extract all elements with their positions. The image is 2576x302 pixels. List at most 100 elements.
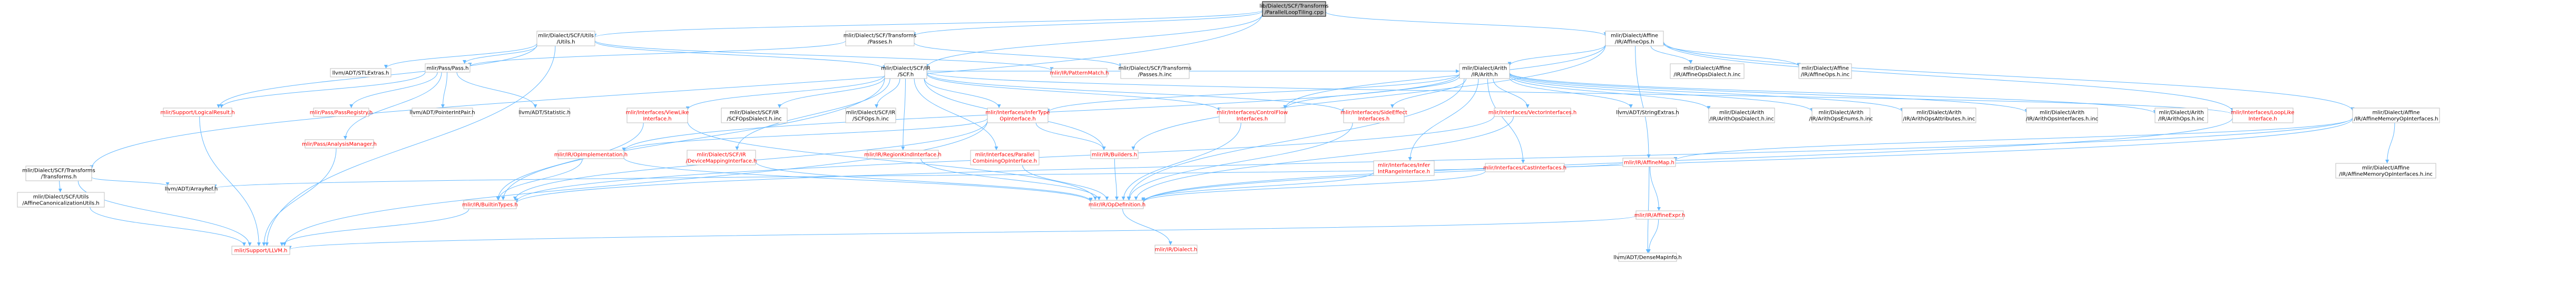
node-box <box>1154 245 1198 254</box>
node-scf-passes[interactable]: mlir/Dialect/SCF/Transforms/Passes.h <box>844 31 917 46</box>
node-label: mlir/Interfaces/Infer <box>1378 163 1431 169</box>
node-vector-interfaces[interactable]: mlir/Interfaces/VectorInterfaces.h <box>1488 108 1577 117</box>
node-affine-ops[interactable]: mlir/Dialect/Affine/IR/AffineOps.h <box>1605 31 1664 46</box>
node-arith[interactable]: mlir/Dialect/Arith/IR/Arith.h <box>1459 63 1510 79</box>
node-label: mlir/Dialect/SCF/Transforms <box>844 33 917 39</box>
include-edge-arith-to-arith_ops_attrs_inc <box>1509 73 1904 112</box>
node-statistic: llvm/ADT/Statistic.h <box>518 108 571 117</box>
node-label: mlir/Support/LogicalResult.h <box>160 110 234 116</box>
include-edge-arith-to-side_effect <box>1390 78 1466 109</box>
node-root[interactable]: lib/Dialect/SCF/Transforms/ParallelLoopT… <box>1259 1 1329 17</box>
node-pass-h[interactable]: mlir/Pass/Pass.h <box>425 63 471 73</box>
node-label: CombiningOpInterface.h <box>973 159 1037 164</box>
node-arith-ops-attrs-inc: mlir/Dialect/Arith/IR/ArithOpsAttributes… <box>1902 108 1976 123</box>
include-edge-scf_utils-to-support_llvm <box>265 45 556 247</box>
include-edge-affine_mem_op_ifaces-to-affine_mem_op_ifaces_inc <box>2385 122 2395 164</box>
node-label: Interfaces.h <box>1237 116 1268 122</box>
include-edge-scf_ir-to-loop_like <box>926 71 2235 115</box>
node-parallel-combining[interactable]: mlir/Interfaces/ParallelCombiningOpInter… <box>970 150 1040 165</box>
node-scf-utils[interactable]: mlir/Dialect/SCF/Utils/Utils.h <box>536 31 595 46</box>
node-region-kind[interactable]: mlir/IR/RegionKindInterface.h <box>864 150 942 159</box>
node-box <box>884 63 927 79</box>
node-support-llvm[interactable]: mlir/Support/LLVM.h <box>231 246 290 255</box>
node-box <box>313 108 369 117</box>
include-edge-scf_transforms-to-affine_canon_utils <box>58 180 62 193</box>
node-scf-ir[interactable]: mlir/Dialect/SCF/IR/SCF.h <box>881 63 931 79</box>
include-edge-infer_type-to-support_llvm <box>282 121 988 247</box>
node-scf-transforms[interactable]: mlir/Dialect/SCF/Transforms/Transforms.h <box>22 165 95 181</box>
node-label: lib/Dialect/SCF/Transforms <box>1259 4 1328 9</box>
node-affine-mem-op-ifaces[interactable]: mlir/Dialect/Affine/IR/AffineMemoryOpInt… <box>2352 108 2440 123</box>
node-label: /IR/AffineMemoryOpInterfaces.h.inc <box>2339 172 2433 178</box>
node-dialect-h[interactable]: mlir/IR/Dialect.h <box>1154 245 1198 254</box>
include-edge-affine_ops-to-loop_like <box>1663 42 2235 112</box>
node-box <box>17 192 105 208</box>
include-edge-infer_int_range-to-op_definition <box>1141 172 1374 201</box>
include-edge-op_definition-to-dialect_h <box>1122 208 1172 246</box>
node-box <box>330 68 391 77</box>
include-edge-affine_ops-to-builders <box>1131 45 1606 151</box>
node-box <box>1343 108 1405 123</box>
node-box <box>1090 150 1139 159</box>
node-box <box>687 150 756 165</box>
node-label: mlir/Dialect/Affine <box>2362 165 2410 171</box>
include-edge-root-to-scf_utils <box>593 10 1263 38</box>
include-edge-affine_ops-to-arith <box>1507 44 1606 66</box>
include-edge-scf_transforms-to-array_ref <box>91 177 170 187</box>
node-builders[interactable]: mlir/IR/Builders.h <box>1090 150 1139 159</box>
include-edge-pass_h-to-pass_registry <box>349 72 438 109</box>
node-pass-registry[interactable]: mlir/Pass/PassRegistry.h <box>310 108 373 117</box>
node-builtin-types[interactable]: mlir/IR/BuiltinTypes.h <box>462 200 518 209</box>
node-scf-passes-inc: mlir/Dialect/SCF/Transforms/Passes.h.inc <box>1119 63 1191 79</box>
node-box <box>1618 108 1677 117</box>
include-edge-affine_ops-to-affine_mem_op_ifaces <box>1663 41 2355 111</box>
node-label: /ParallelLoopTiling.cpp <box>1265 10 1324 16</box>
node-label: mlir/IR/Dialect.h <box>1155 247 1198 253</box>
node-box <box>2232 108 2294 123</box>
node-box <box>721 108 788 123</box>
node-affine-canon-utils[interactable]: mlir/Dialect/SCF/Utils/AffineCanonicaliz… <box>17 192 105 208</box>
node-box <box>2352 108 2440 123</box>
node-logical-result[interactable]: mlir/Support/LogicalResult.h <box>160 108 235 117</box>
node-label: /IR/AffineMemoryOpInterfaces.h <box>2354 116 2438 122</box>
include-edge-view_like-to-builtin_types <box>496 122 644 201</box>
node-scf-ops-inc: mlir/Dialect/SCF/IR/SCFOps.h.inc <box>845 108 896 123</box>
include-edge-op_implementation-to-op_definition <box>623 157 1093 202</box>
include-edge-arith-to-arith_ops_inc <box>1509 72 2157 114</box>
node-op-definition[interactable]: mlir/IR/OpDefinition.h <box>1089 200 1145 209</box>
include-edge-scf_ir-to-scf_ops_inc <box>875 78 900 109</box>
node-label: mlir/Support/LLVM.h <box>234 248 288 254</box>
node-label: mlir/Interfaces/ViewLike <box>626 110 689 116</box>
include-edge-affine_ops-to-affine_ops_dialect_inc <box>1650 45 1693 64</box>
node-affine-expr[interactable]: mlir/IR/AffineExpr.h <box>1634 210 1685 220</box>
node-cast-interfaces[interactable]: mlir/Interfaces/CastInterfaces.h <box>1483 163 1566 172</box>
node-box <box>1090 200 1144 209</box>
include-edge-builders-to-op_definition <box>1114 158 1119 201</box>
include-edge-scf_ir-to-control_flow <box>926 73 1221 112</box>
include-edge-root-to-scf_transforms <box>90 13 1263 169</box>
include-edge-scf_ir-to-view_like <box>685 74 885 110</box>
node-label: mlir/Interfaces/Parallel <box>975 152 1035 158</box>
node-label: mlir/IR/AffineMap.h <box>1624 160 1674 166</box>
node-device-mapping[interactable]: mlir/Dialect/SCF/IR/DeviceMappingInterfa… <box>686 150 757 165</box>
node-label: Interface.h <box>643 116 671 122</box>
node-box <box>536 31 595 46</box>
node-label: /Utils.h <box>557 40 575 45</box>
include-edge-arith-to-infer_int_range <box>1408 78 1479 161</box>
node-label: /IR/Arith.h <box>1471 72 1497 78</box>
node-label: /AffineCanonicalizationUtils.h <box>22 201 99 207</box>
node-box <box>231 246 290 255</box>
node-affine-map[interactable]: mlir/IR/AffineMap.h <box>1622 158 1676 167</box>
node-box <box>557 150 624 159</box>
node-analysis-manager[interactable]: mlir/Pass/AnalysisManager.h <box>302 139 377 149</box>
node-op-implementation[interactable]: mlir/IR/OpImplementation.h <box>554 150 628 159</box>
node-pattern-match[interactable]: mlir/IR/PatternMatch.h <box>1050 68 1109 77</box>
include-edge-loop_like-to-op_definition <box>1141 118 2233 203</box>
